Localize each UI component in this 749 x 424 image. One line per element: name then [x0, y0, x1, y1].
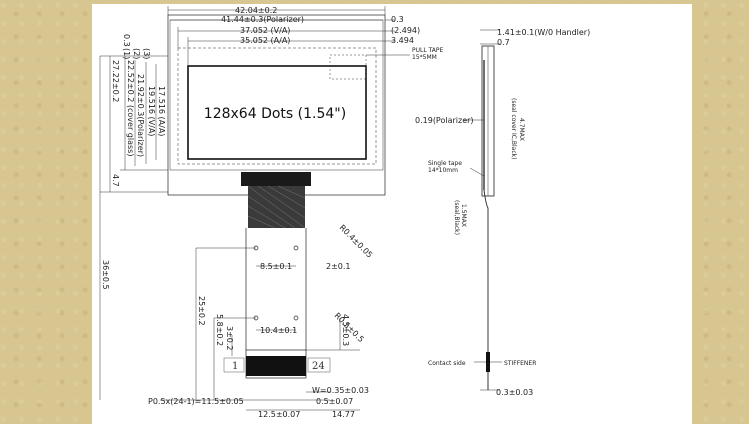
- dim-r03: 0.3: [391, 15, 404, 24]
- dim-va-width: 37.052 (V/A): [240, 26, 290, 35]
- dim-1477: 14.77: [332, 410, 355, 419]
- dim-glass-height: 27.22±0.2: [111, 60, 120, 102]
- side-max15-note: (seal,Black): [453, 200, 460, 235]
- side-view-shape: [464, 29, 502, 391]
- fpc-horizontal-lines: [160, 265, 360, 411]
- pin24-box: [307, 357, 331, 373]
- top-dimension-lines: [167, 6, 410, 66]
- side-seal-note: (seal cover IC,Black): [510, 98, 517, 159]
- dim-pol-height: 21.92±0.3(Polarizer): [136, 74, 145, 157]
- dim-85: 8.5±0.1: [260, 262, 292, 271]
- fpc-contacts: [246, 356, 306, 376]
- dim-left-1: (1): [122, 48, 131, 59]
- dim-left-03: 0.3: [122, 34, 131, 47]
- dim-125: 12.5±0.07: [258, 410, 300, 419]
- pull-tape-outline: [329, 54, 367, 80]
- dim-w: W=0.35±0.03: [312, 386, 369, 395]
- side-single-tape: Single tape: [428, 160, 462, 167]
- dim-47: 4.7: [111, 174, 120, 187]
- dim-r3494: 3.494: [391, 36, 414, 45]
- viewing-area-outline: [177, 47, 377, 165]
- dim-2: 2±0.1: [326, 262, 351, 271]
- dim-left-2: (2): [132, 48, 141, 59]
- fpc-vertical-lines: [195, 247, 360, 400]
- pin1-box: [223, 357, 245, 373]
- dim-overall-width: 42.04±0.2: [235, 6, 277, 15]
- dim-58: 5.8±0.2: [215, 314, 224, 346]
- driver-ic: [241, 172, 311, 186]
- side-seal: 4.7MAX: [518, 118, 525, 141]
- dim-va-height: 19.516 (V/A): [147, 86, 156, 136]
- side-03: 0.3±0.03: [496, 388, 533, 397]
- side-max15: 1.5MAX: [460, 204, 467, 227]
- dim-cover-height: 22.52±0.2 (cover glass): [126, 60, 135, 156]
- side-polarizer: 0.19(Polarizer): [415, 116, 474, 125]
- dim-30: 3±0.2: [225, 326, 234, 351]
- dim-fpc-length: 25±0.2: [197, 296, 206, 326]
- pull-tape-label: PULL TAPE: [412, 47, 444, 54]
- dim-total-height: 36±0.5: [101, 260, 110, 290]
- dim-r2494: (2.494): [391, 26, 420, 35]
- pin24-label: 24: [312, 361, 325, 372]
- pull-tape-size: 15*5MM: [412, 54, 437, 61]
- left-dimension-lines: [99, 55, 168, 400]
- pin1-label: 1: [232, 361, 238, 372]
- dim-104: 10.4±0.1: [260, 326, 297, 335]
- side-tape-size: 14*10mm: [428, 167, 458, 174]
- side-contact: Contact side: [428, 360, 466, 367]
- dim-aa-height: 17.516 (A/A): [157, 86, 166, 136]
- dim-left-3: (3): [142, 48, 151, 59]
- display-label: 128x64 Dots (1.54"): [204, 106, 346, 122]
- fpc-hole-right-2: [293, 315, 299, 321]
- side-handler: 1.41±0.1(W/0 Handler): [497, 28, 590, 37]
- active-area-outline: [187, 65, 367, 160]
- dim-45: 4.5±0.3: [341, 314, 350, 346]
- fpc-hole-right: [293, 245, 299, 251]
- fpc-hatch: [247, 185, 306, 229]
- drawing-sheet: [92, 4, 692, 424]
- side-stiffener: STIFFENER: [504, 360, 536, 367]
- side-07: 0.7: [497, 38, 510, 47]
- dim-05: 0.5±0.07: [316, 397, 353, 406]
- dim-aa-width: 35.052 (A/A): [240, 36, 290, 45]
- dim-pitch: P0.5x(24-1)=11.5±0.05: [148, 397, 244, 406]
- dim-polarizer-width: 41.44±0.3(Polarizer): [221, 15, 304, 24]
- dim-r04: R0.4±0.05: [338, 223, 375, 260]
